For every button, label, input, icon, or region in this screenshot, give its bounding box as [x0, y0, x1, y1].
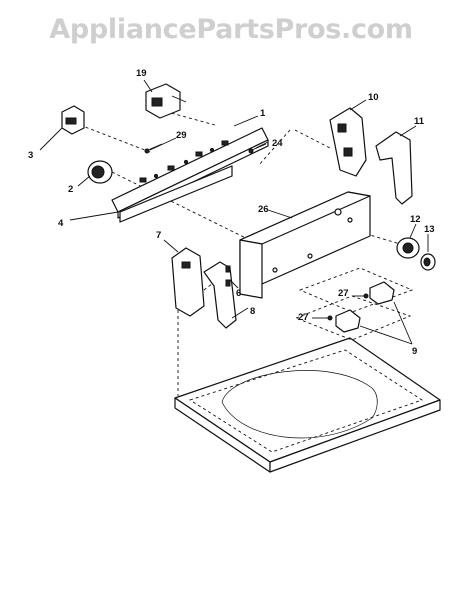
part-6-clip — [225, 265, 231, 287]
part-12-ring — [396, 237, 420, 259]
callout-19: 19 — [136, 68, 147, 79]
part-9-lid-switch — [335, 281, 395, 333]
callout-labels: 19 1 29 24 3 2 4 10 11 26 12 13 7 6 8 27… — [28, 68, 435, 357]
part-2-knob — [87, 160, 113, 184]
callout-27b: 27 — [298, 312, 309, 323]
callout-9: 9 — [412, 346, 417, 357]
callout-7: 7 — [156, 230, 161, 241]
part-11-end-cap — [375, 131, 413, 205]
callout-6: 6 — [236, 288, 241, 299]
part-26-console-panel — [239, 191, 371, 299]
part-8-left-end-cap — [203, 261, 237, 329]
part-10-end-cap-bracket — [329, 107, 367, 177]
callout-leaders — [39, 79, 429, 345]
callout-10: 10 — [368, 92, 379, 103]
part-29-screw — [144, 143, 163, 154]
callout-24: 24 — [272, 138, 283, 149]
part-19-timer — [145, 83, 187, 119]
part-1-console-bracket — [111, 127, 269, 219]
callout-4: 4 — [58, 218, 64, 229]
part-4-panel-strip — [119, 165, 233, 223]
callout-29: 29 — [176, 130, 187, 141]
callout-27a: 27 — [338, 288, 349, 299]
callout-11: 11 — [414, 116, 425, 127]
part-3-switch — [61, 105, 85, 135]
part-13-knob — [420, 253, 436, 271]
washer-top-frame — [174, 337, 441, 473]
callout-13: 13 — [424, 224, 435, 235]
callout-3: 3 — [28, 150, 33, 161]
callout-1: 1 — [260, 108, 266, 119]
watermark-text: AppliancePartsPros.com — [49, 14, 413, 45]
callout-8: 8 — [250, 306, 255, 317]
callout-12: 12 — [410, 214, 421, 225]
callout-26: 26 — [258, 204, 269, 215]
part-7-left-bracket — [171, 247, 205, 317]
callout-2: 2 — [68, 184, 73, 195]
